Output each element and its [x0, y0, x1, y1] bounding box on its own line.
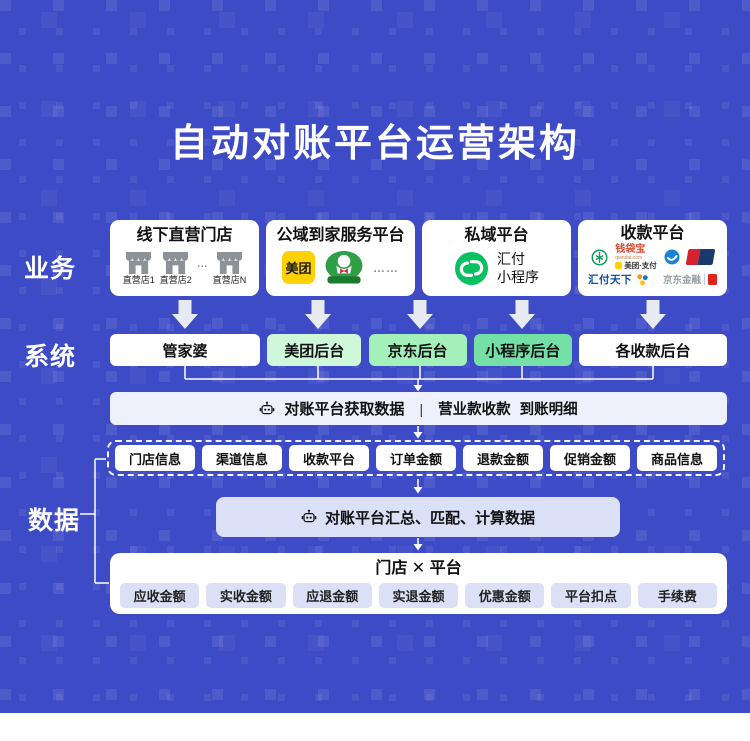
huifu-tianxia-logo: 汇付天下: [588, 272, 650, 287]
card-collection-platform: 收款平台 钱袋宝 qiandai.com 美团·支付: [578, 220, 727, 296]
storefront-icon: [163, 251, 189, 275]
system-meituan-backend: 美团后台: [267, 334, 362, 366]
store-item: 直营店1: [123, 251, 155, 285]
data-field-chip: 渠道信息: [202, 445, 282, 471]
jd-finance-logo: 京东金融: [663, 272, 717, 286]
ellipsis: …: [196, 258, 208, 270]
result-field-chip: 应退金额: [292, 583, 372, 609]
store-item: 直营店N: [212, 251, 247, 285]
card-offline-stores: 线下直营门店 直营店1 直营店2 … 直营店N: [110, 220, 259, 296]
result-chips-row: 应收金额 实收金额 应退金额 实退金额 优惠金额 平台扣点 手续费: [120, 583, 717, 609]
fetch-detail-1: 营业款收款: [438, 402, 511, 418]
payment-logos-row-1: 钱袋宝 qiandai.com 美团·支付: [591, 245, 716, 270]
result-field-chip: 手续费: [637, 583, 717, 609]
section-label-data: 数据: [27, 507, 80, 535]
card-title: 收款平台: [620, 225, 685, 242]
system-row: 管家婆 美团后台 京东后台 小程序后台 各收款后台: [110, 334, 727, 366]
result-panel: 门店 ✕ 平台 应收金额 实收金额 应退金额 实退金额 优惠金额 平台扣点 手续…: [110, 553, 727, 614]
result-field-chip: 优惠金额: [465, 583, 545, 609]
meituan-logo: 美团: [282, 251, 315, 284]
store-item: 直营店2: [160, 251, 192, 285]
ellipsis: ……: [373, 260, 399, 275]
payment-logos-grid: 钱袋宝 qiandai.com 美团·支付: [588, 245, 717, 287]
daojia-logo: [325, 250, 363, 284]
miniprogram-name-line2: 小程序: [497, 269, 539, 286]
result-field-chip: 实退金额: [378, 583, 459, 609]
business-row: 线下直营门店 直营店1 直营店2 … 直营店N 公域到家服务平台: [110, 220, 727, 296]
platform-logos-row: 汇付 小程序: [454, 250, 539, 286]
abc-bank-logo: [591, 249, 608, 266]
robot-icon: [301, 509, 317, 523]
card-title: 私域平台: [464, 227, 529, 244]
store-label: 直营店2: [159, 275, 192, 285]
data-field-chip: 收款平台: [289, 445, 369, 471]
miniprogram-name-line1: 汇付: [497, 251, 525, 267]
data-field-chip: 促销金额: [550, 445, 630, 471]
storefront-icon: [217, 251, 242, 275]
result-field-chip: 实收金额: [206, 583, 286, 609]
system-jd-backend: 京东后台: [368, 334, 467, 366]
system-miniprogram-backend: 小程序后台: [473, 334, 572, 366]
qiandaibao-logo: 钱袋宝 qiandai.com 美团·支付: [615, 245, 657, 270]
card-title: 线下直营门店: [136, 227, 233, 244]
section-label-system: 系统: [23, 343, 76, 371]
section-label-business: 业务: [23, 255, 76, 283]
jd-red-icon: [708, 273, 717, 285]
page-title: 自动对账平台运营架构: [169, 123, 580, 165]
fetch-data-label: 对账平台获取数据: [284, 401, 405, 418]
card-public-platform: 公域到家服务平台 美团 ……: [266, 220, 415, 296]
robot-icon: [260, 401, 275, 414]
divider: |: [419, 400, 424, 417]
miniprogram-name: 汇付 小程序: [497, 250, 539, 286]
data-field-chip: 订单金额: [376, 445, 456, 471]
qiandaibao-domain: qiandai.com: [615, 255, 643, 261]
card-title: 公域到家服务平台: [276, 227, 405, 244]
store-icons-row: 直营店1 直营店2 … 直营店N: [123, 251, 247, 285]
result-title: 门店 ✕ 平台: [375, 560, 462, 577]
fetch-data-bar: 对账平台获取数据 | 营业款收款 到账明细: [110, 392, 727, 425]
data-field-chip: 商品信息: [637, 445, 717, 471]
card-private-platform: 私域平台 汇付 小程序: [422, 220, 571, 296]
meituan-pay-icon: [615, 262, 623, 270]
system-collection-backends: 各收款后台: [579, 334, 727, 366]
result-field-chip: 平台扣点: [551, 583, 631, 609]
pay-circle-logo: [664, 249, 680, 265]
result-field-chip: 应收金额: [120, 583, 200, 609]
data-field-chip: 门店信息: [115, 445, 195, 471]
huifu-swirl-icon: [637, 273, 648, 285]
wechat-miniprogram-icon: [454, 251, 489, 285]
storefront-icon: [126, 251, 152, 275]
store-label: 直营店1: [122, 275, 155, 285]
process-bar: 对账平台汇总、匹配、计算数据: [216, 497, 620, 537]
process-label: 对账平台汇总、匹配、计算数据: [324, 509, 535, 527]
meituan-pay-label: 美团·支付: [615, 262, 657, 270]
payment-logos-row-2: 汇付天下 京东金融: [588, 272, 717, 287]
system-guanjiapo: 管家婆: [110, 334, 260, 366]
platform-logos-row: 美团 ……: [282, 250, 399, 285]
qiandaibao-name: 钱袋宝: [615, 244, 646, 255]
fetch-detail-2: 到账明细: [519, 402, 578, 418]
data-field-chip: 退款金额: [463, 445, 543, 471]
unionpay-logo: [685, 249, 716, 266]
store-label: 直营店N: [212, 275, 247, 285]
data-fields-box: 门店信息 渠道信息 收款平台 订单金额 退款金额 促销金额 商品信息: [107, 440, 725, 476]
